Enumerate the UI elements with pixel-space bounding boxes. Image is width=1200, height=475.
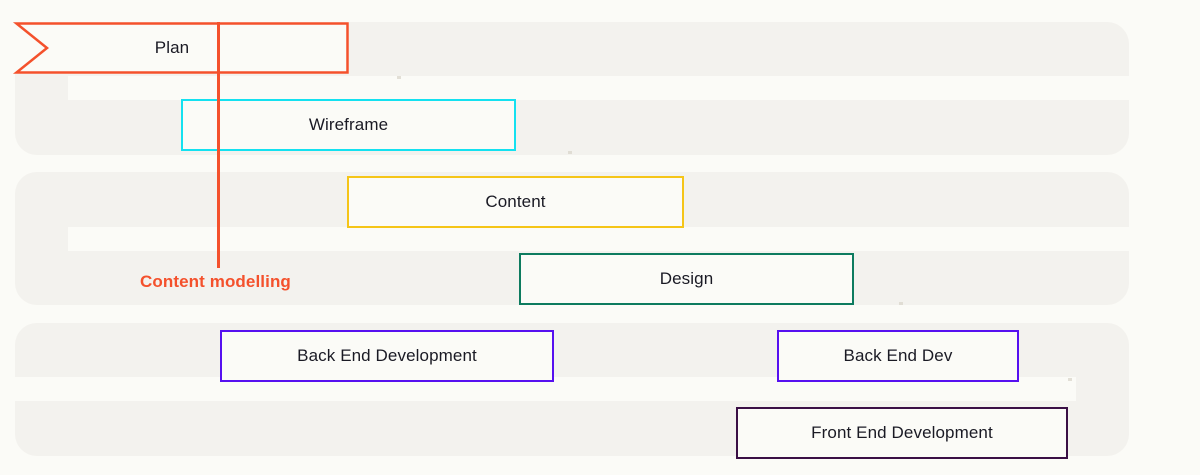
task-label-content: Content [485, 192, 546, 211]
swimlane-band-2-stripe [68, 227, 1129, 251]
milestone-marker-line [217, 22, 220, 268]
task-label-design: Design [659, 269, 714, 288]
task-bar-front-end-development[interactable]: Front End Development [736, 407, 1068, 459]
flag-shape [12, 22, 349, 74]
task-label-wireframe: Wireframe [308, 115, 389, 134]
task-bar-back-end-development[interactable]: Back End Development [220, 330, 554, 382]
task-bar-wireframe[interactable]: Wireframe [181, 99, 516, 151]
task-bar-plan[interactable]: Plan [12, 22, 349, 74]
task-bar-content[interactable]: Content [347, 176, 684, 228]
timeline-tick [397, 76, 401, 79]
task-label-back-end-dev: Back End Dev [843, 346, 953, 365]
timeline-tick [899, 302, 903, 305]
task-label-back-end-development: Back End Development [297, 346, 477, 365]
task-bar-back-end-dev[interactable]: Back End Dev [777, 330, 1019, 382]
milestone-label-content-modelling: Content modelling [140, 272, 291, 291]
task-label-front-end-development: Front End Development [811, 423, 993, 442]
task-label-plan: Plan [154, 38, 190, 57]
swimlane-band-1-stripe [68, 76, 1129, 100]
timeline-tick [1068, 378, 1072, 381]
timeline-tick [568, 151, 572, 154]
task-bar-design[interactable]: Design [519, 253, 854, 305]
